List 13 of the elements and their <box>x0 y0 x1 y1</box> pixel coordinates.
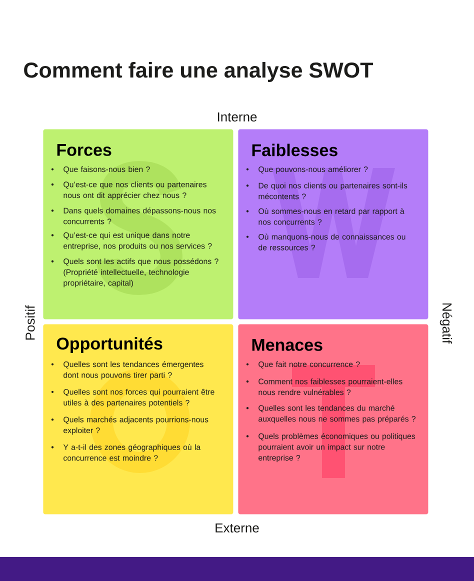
quadrant-box <box>238 324 428 514</box>
heading: Faiblesses <box>252 144 338 156</box>
heading: Menaces <box>252 339 322 351</box>
title: Comment faire une analyse SWOT <box>24 62 374 82</box>
axis-label: Interne <box>218 112 257 122</box>
heading: Forces <box>57 144 112 156</box>
heading: Opportunités <box>56 337 162 353</box>
axis-label: Externe <box>216 523 259 533</box>
axis-label: Négatif <box>440 303 452 344</box>
quadrant-box <box>43 129 234 320</box>
quadrant-box <box>238 129 428 320</box>
quadrant-box <box>43 324 234 514</box>
axis-label: Positif <box>25 305 35 340</box>
